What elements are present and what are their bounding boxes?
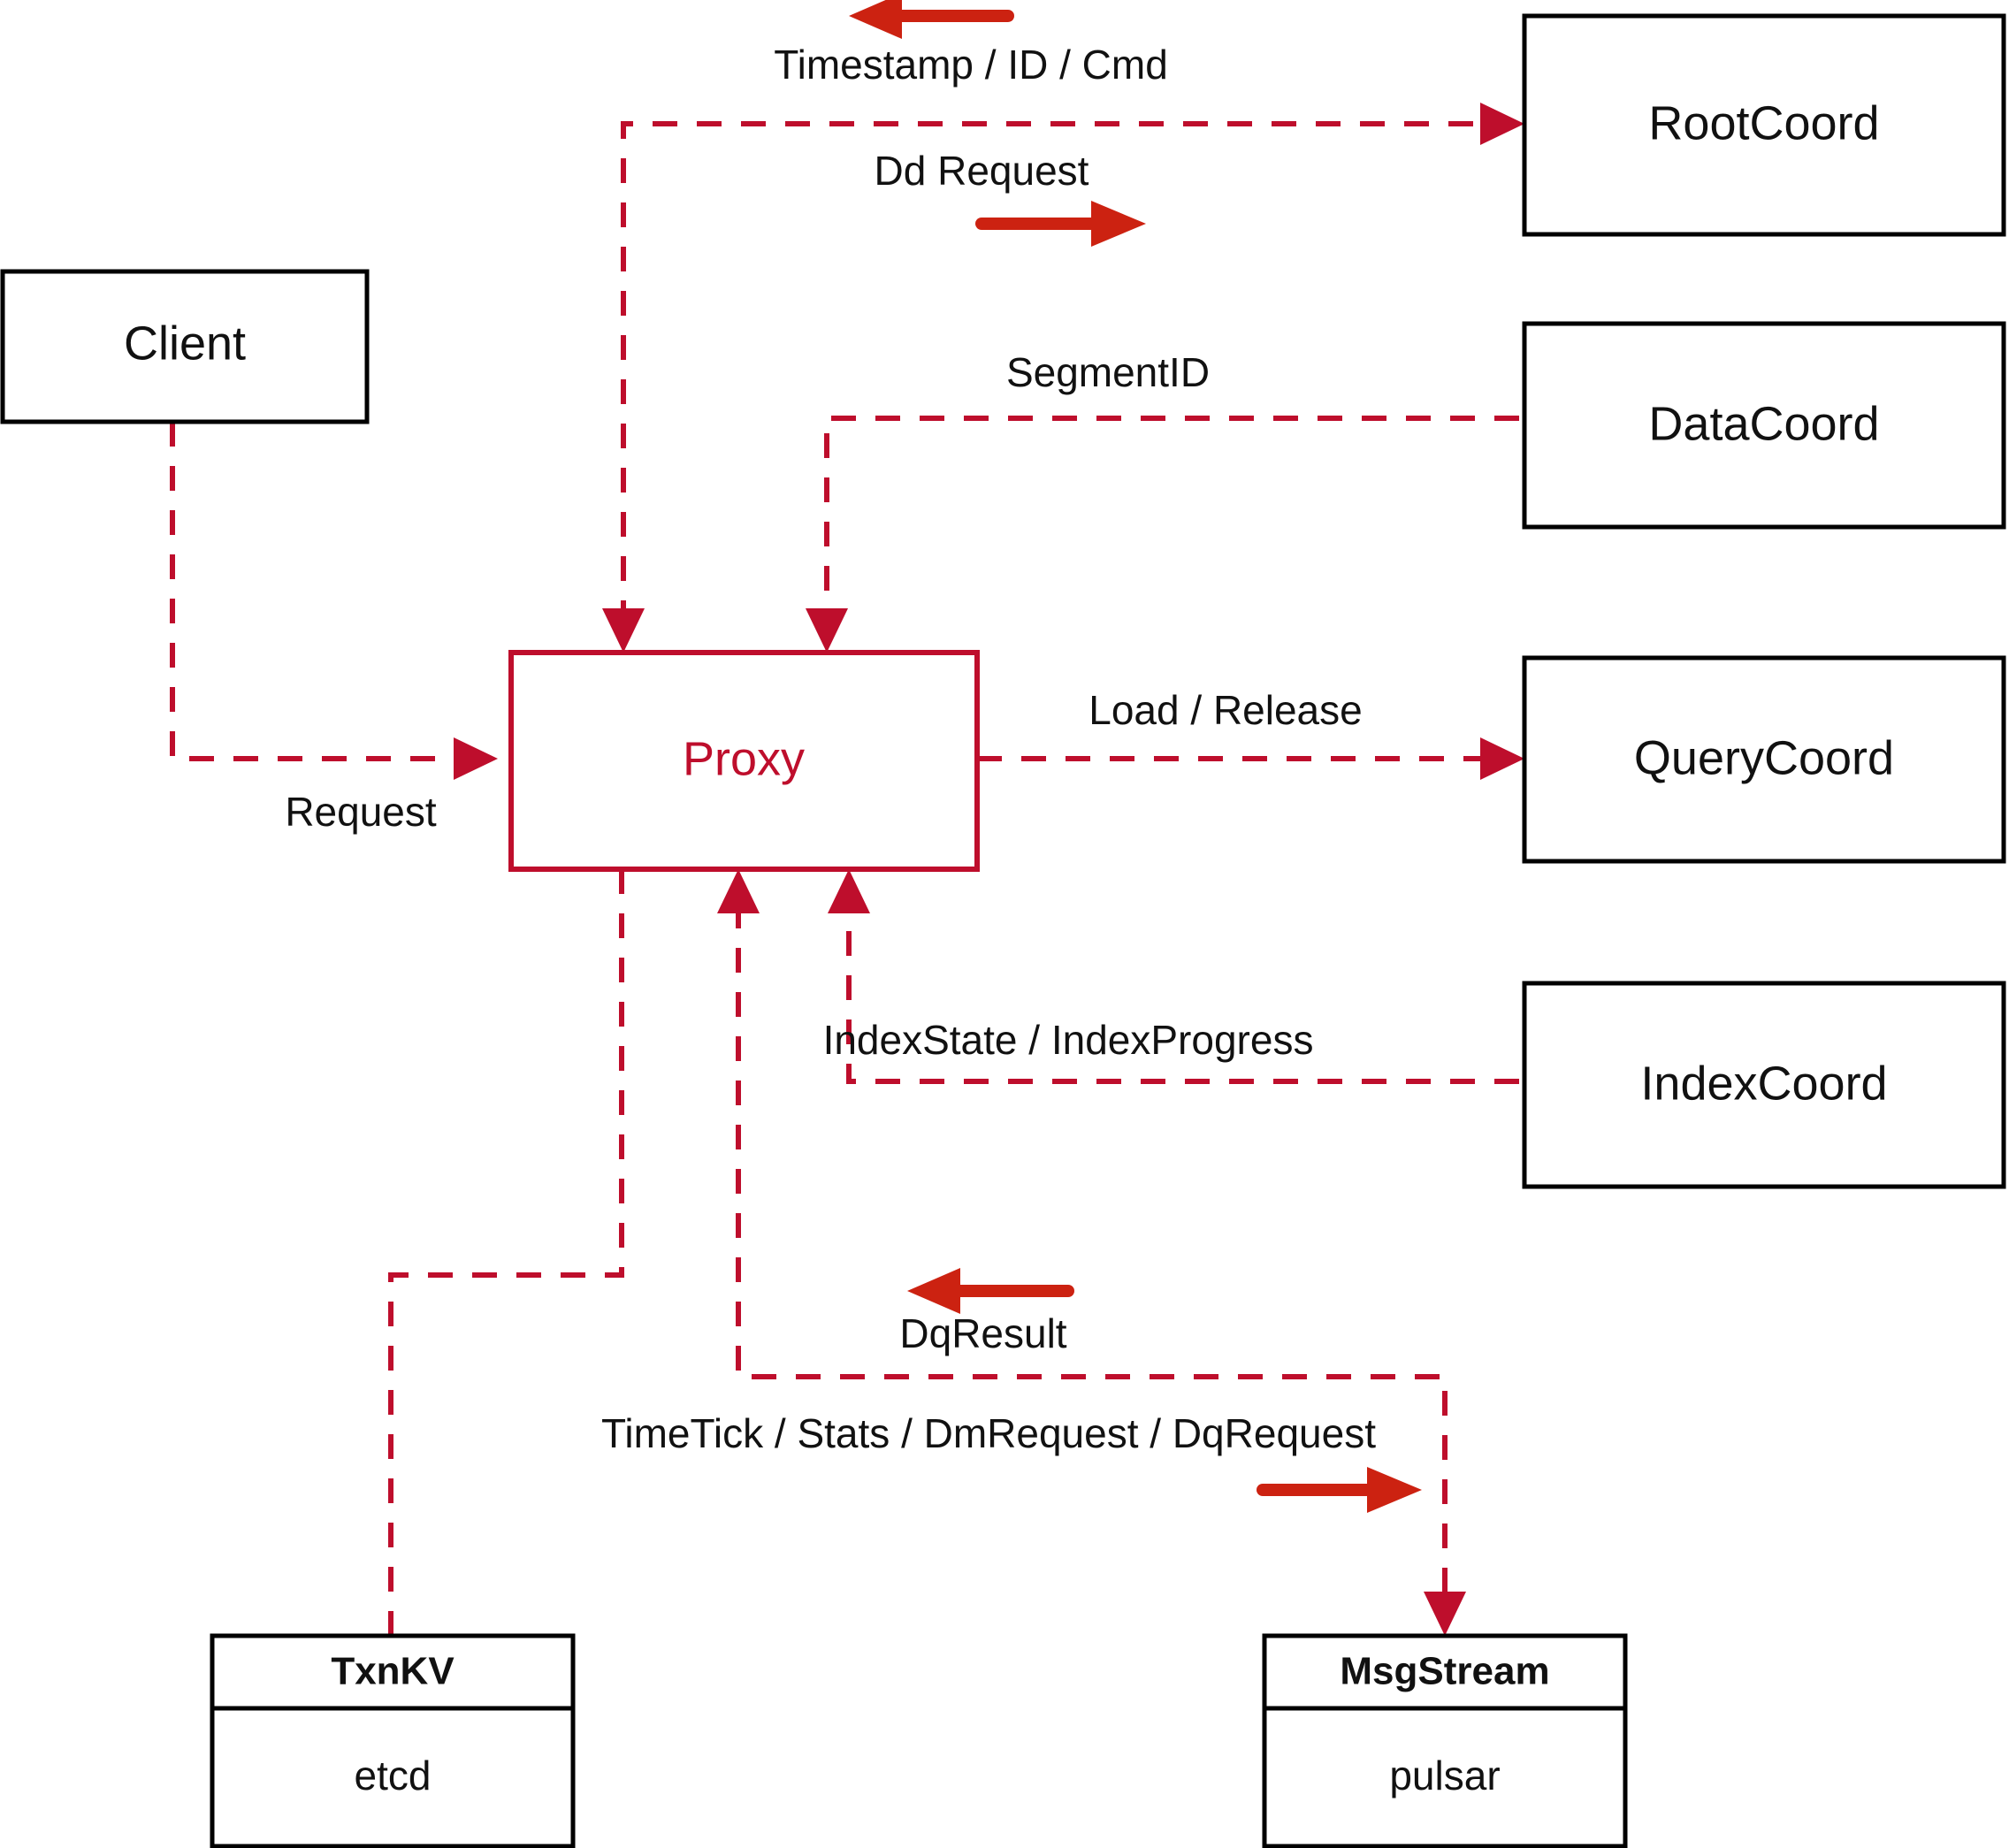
edge-label-dq-result: DqResult: [899, 1310, 1066, 1356]
flow-arrow-timestamp: [849, 0, 1014, 39]
edge-msgstream-path: [736, 904, 1448, 1602]
node-proxy-label: Proxy: [683, 732, 805, 785]
node-root-coord[interactable]: [1522, 13, 2006, 237]
edge-label-timestamp-id-cmd: Timestamp / ID / Cmd: [774, 42, 1168, 88]
arrowhead-to-msgstream: [1424, 1592, 1466, 1636]
node-txnkv-title: TxnKV: [331, 1650, 455, 1693]
node-txnkv[interactable]: [210, 1633, 576, 1848]
arrowhead-to-proxy-bottom-right: [828, 869, 870, 913]
arrowhead-to-proxy-top-right: [806, 608, 848, 653]
node-msgstream-impl: pulsar: [1389, 1753, 1500, 1798]
edge-label-request: Request: [285, 789, 437, 835]
edge-txnkv: [388, 869, 624, 1636]
node-txnkv-impl: etcd: [355, 1753, 432, 1798]
edge-data-coord-path: [824, 416, 1519, 619]
node-proxy[interactable]: [508, 650, 980, 872]
edge-query-coord: [977, 737, 1524, 780]
flow-arrow-msg-request: [1257, 1467, 1422, 1513]
node-query-coord[interactable]: [1522, 655, 2006, 864]
node-query-coord-label: QueryCoord: [1634, 731, 1894, 784]
edge-label-msg-request: TimeTick / Stats / DmRequest / DqRequest: [601, 1410, 1376, 1456]
flow-arrow-dd-request: [975, 201, 1146, 247]
arrowhead-to-proxy-bottom-mid: [717, 869, 760, 913]
arrowhead-to-root-coord: [1480, 103, 1524, 145]
node-data-coord-label: DataCoord: [1648, 397, 1879, 450]
flow-arrow-dqresult: [907, 1268, 1074, 1314]
edge-request: [170, 422, 498, 780]
edge-data-coord: [806, 416, 1519, 653]
edge-label-load-release: Load / Release: [1089, 687, 1362, 733]
edge-label-index-state: IndexState / IndexProgress: [823, 1017, 1314, 1063]
edge-txnkv-path: [388, 869, 624, 1636]
edge-request-path: [170, 422, 464, 761]
edge-index-coord-path: [846, 904, 1519, 1084]
node-index-coord-label: IndexCoord: [1640, 1057, 1887, 1110]
edge-label-segment-id: SegmentID: [1006, 349, 1210, 395]
node-client-label: Client: [124, 317, 246, 370]
arrowhead-to-proxy-top-left: [602, 608, 645, 653]
node-index-coord[interactable]: [1522, 981, 2006, 1189]
node-msgstream[interactable]: [1262, 1633, 1628, 1848]
node-data-coord[interactable]: [1522, 321, 2006, 530]
edge-msgstream: [717, 869, 1466, 1636]
node-msgstream-title: MsgStream: [1340, 1650, 1549, 1693]
arrowhead-to-query-coord: [1480, 737, 1524, 780]
arrowhead-to-proxy-left: [454, 737, 498, 780]
node-client[interactable]: [0, 269, 370, 424]
node-root-coord-label: RootCoord: [1648, 96, 1879, 149]
edge-index-coord: [828, 869, 1519, 1084]
edge-label-dd-request: Dd Request: [875, 148, 1089, 194]
